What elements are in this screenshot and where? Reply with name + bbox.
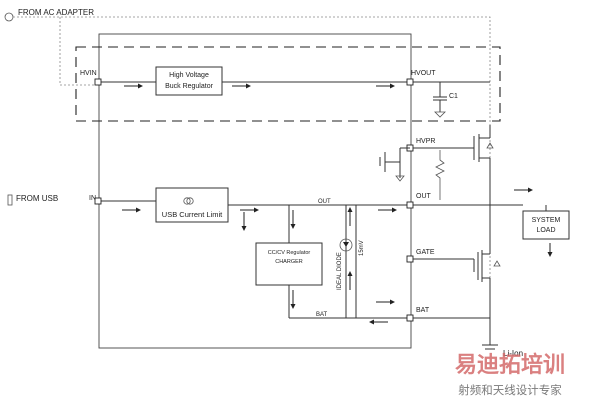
hvpr-pin-label: HVPR bbox=[416, 138, 435, 145]
system-load-label-2: LOAD bbox=[536, 227, 555, 234]
battery-icon bbox=[413, 317, 498, 350]
usb-label: FROM USB bbox=[16, 194, 58, 203]
system-load-label-1: SYSTEM bbox=[532, 217, 561, 224]
battery-label: Li-Ion bbox=[503, 349, 523, 358]
out-to-load: SYSTEM LOAD bbox=[413, 187, 570, 257]
charger-flow-arrows bbox=[241, 207, 395, 325]
pmos-hv bbox=[440, 125, 494, 205]
charger-section: CC/CV Regulator CHARGER bbox=[255, 205, 410, 319]
hvout-pin bbox=[406, 78, 414, 86]
capacitor-c1 bbox=[433, 82, 447, 118]
usb-path: USB Current Limit bbox=[97, 187, 410, 223]
in-pin-label: IN bbox=[89, 195, 96, 202]
buck-regulator-block bbox=[155, 66, 223, 96]
watermark-subtitle: 射频和天线设计专家 bbox=[458, 383, 562, 397]
out-pin bbox=[406, 201, 414, 209]
pmos-bat bbox=[413, 205, 501, 318]
system-load-block bbox=[522, 210, 570, 240]
ic-boundary bbox=[98, 33, 412, 349]
gate-pin-label: GATE bbox=[416, 249, 435, 256]
usb-connector-icon bbox=[7, 194, 13, 206]
out-internal-label: OUT bbox=[318, 199, 331, 205]
gate-pin bbox=[406, 255, 414, 263]
hv-path: High Voltage Buck Regulator bbox=[97, 66, 490, 96]
usb-current-limit-block bbox=[155, 187, 229, 223]
ac-adapter-connector-icon bbox=[4, 12, 14, 22]
bat-pin-label: BAT bbox=[416, 307, 430, 314]
hvin-pin-label: HVIN bbox=[80, 70, 97, 77]
mv-15-label: 15mV bbox=[359, 240, 365, 256]
ac-adapter-label: FROM AC ADAPTER bbox=[18, 8, 94, 17]
charger-label-2: CHARGER bbox=[275, 259, 303, 265]
in-pin bbox=[94, 197, 102, 205]
usb-flow-arrows bbox=[122, 207, 397, 213]
hvout-pin-label: HVOUT bbox=[411, 70, 436, 77]
bat-internal-label: BAT bbox=[316, 312, 328, 318]
buck-regulator-label-1: High Voltage bbox=[169, 72, 209, 79]
adapter-feed-lines bbox=[13, 16, 491, 340]
hvpr-driver bbox=[379, 147, 440, 182]
bat-pin bbox=[406, 314, 414, 322]
hv-flow-arrows bbox=[124, 83, 395, 89]
ideal-diode-icon bbox=[339, 238, 353, 252]
buck-regulator-label-2: Buck Regulator bbox=[165, 83, 214, 90]
out-pin-label: OUT bbox=[416, 193, 432, 200]
optional-hv-block bbox=[75, 46, 501, 122]
c1-label: C1 bbox=[449, 93, 458, 100]
usb-current-limit-label: USB Current Limit bbox=[162, 210, 223, 219]
charger-label-1: CC/CV Regulator bbox=[268, 250, 311, 256]
watermark-title: 易迪拓培训 bbox=[455, 352, 565, 377]
ideal-diode-label: IDEAL DIODE bbox=[337, 252, 343, 290]
resistor-icon bbox=[435, 150, 445, 200]
hvin-pin bbox=[94, 78, 102, 86]
